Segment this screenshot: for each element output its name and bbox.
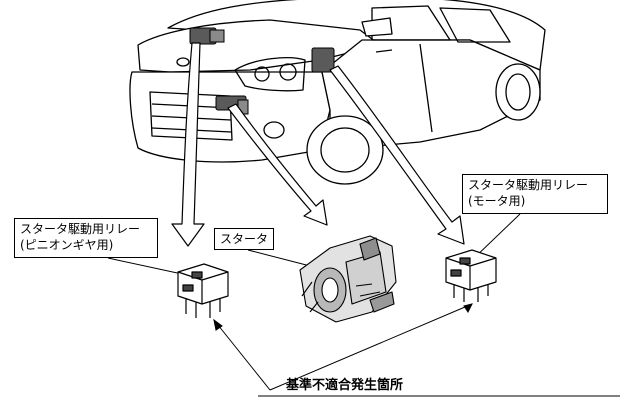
arrow-to-motor-relay [329,65,465,245]
arrow-to-pinion-relay [171,42,205,247]
callout-starter-text: スタータ [220,232,269,246]
defect-location-arrows [213,303,620,397]
callout-motor-relay-line2: (モータ用) [468,194,526,208]
arrow-to-starter [227,103,328,226]
defect-location-label: 基準不適合発生箇所 [286,378,404,393]
callout-pinion-relay-line2: (ピニオンギヤ用) [20,238,114,252]
callout-motor-relay-line1: スタータ駆動用リレー [468,178,589,192]
pinion-relay-component [177,263,229,318]
pointer-arrows [171,42,465,247]
starter-component [299,235,397,323]
callout-starter: スタータ [214,228,274,250]
callout-motor-relay: スタータ駆動用リレー (モータ用) [462,174,608,214]
motor-relay-component [445,249,497,302]
callout-pinion-relay: スタータ駆動用リレー (ピニオンギヤ用) [14,218,158,258]
callout-pinion-relay-line1: スタータ駆動用リレー [20,222,141,236]
